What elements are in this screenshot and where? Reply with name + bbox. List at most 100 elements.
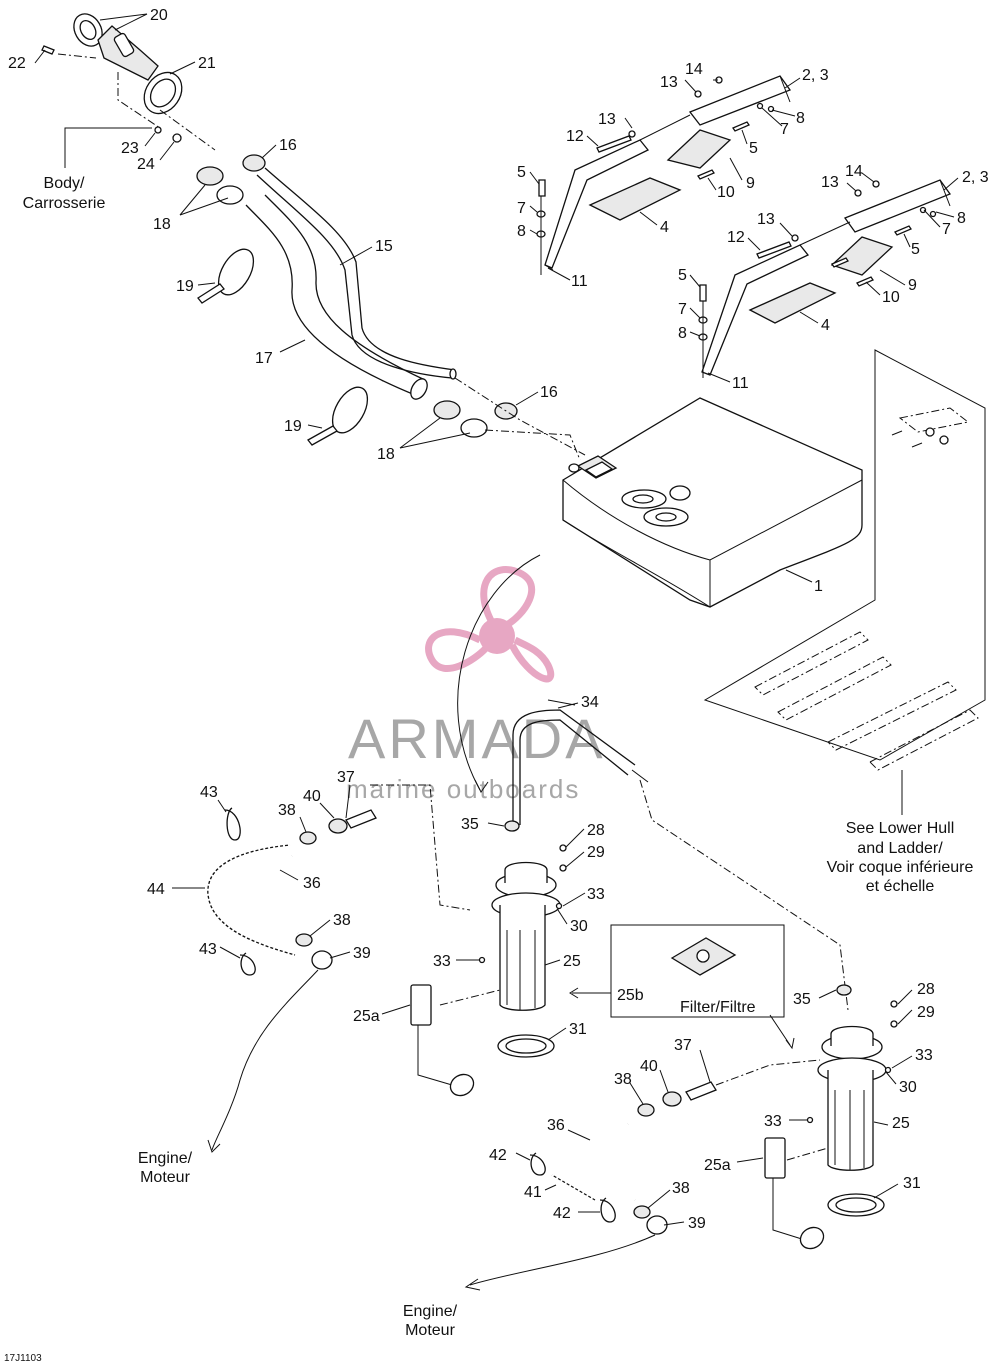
cable-tie-43b [239,952,256,976]
filter-inset [569,924,795,1050]
engine-left-line1: Engine/ [138,1150,193,1167]
connector-40a [328,818,348,834]
engine-right-line1: Engine/ [403,1303,458,1320]
callout-labels: 20 21 22 23 24 16 18 15 19 17 19 18 16 1… [8,7,989,1232]
propeller-logo [425,566,555,683]
watermark-brand: ARMADA [348,707,606,770]
callout-25a-right: 25a [704,1157,731,1174]
callout-38a: 38 [278,802,296,819]
callout-9a: 9 [746,175,755,192]
washer-23 [154,126,162,134]
callout-9b: 9 [908,277,917,294]
callout-12b: 12 [727,229,745,246]
float-arm-25ab [764,1137,825,1250]
callout-7b: 7 [517,200,526,217]
callout-25b: 25b [617,987,644,1004]
line-kit-left [204,807,377,1153]
callout-14a: 14 [685,61,703,78]
tank-neck [568,455,618,479]
callout-29b: 29 [917,1004,935,1021]
callout-31b: 31 [903,1175,921,1192]
callout-34: 34 [581,694,599,711]
callout-36b: 36 [547,1117,565,1134]
callout-42a: 42 [489,1147,507,1164]
callout-8a: 8 [796,110,805,127]
callout-7a: 7 [780,121,789,138]
lower-hull-caption-line3: Voir coque inférieure [827,859,974,876]
callout-44: 44 [147,881,165,898]
cable-tie-19a [197,248,255,304]
callout-40b: 40 [640,1058,658,1075]
callout-8c: 8 [957,210,966,227]
callout-42b: 42 [553,1205,571,1222]
callout-15: 15 [375,238,393,255]
callout-37a: 37 [337,769,355,786]
hull-rails [754,631,979,771]
lower-hull-caption-line1: See Lower Hull [846,820,955,837]
watermark-tagline: marine outboards [346,774,580,804]
connector-40b [662,1091,682,1107]
cable-tie-42a [529,1152,546,1176]
callout-11a: 11 [571,273,588,290]
tank-strap-upper [536,75,792,275]
callout-19a: 19 [176,278,194,295]
callout-39b: 39 [688,1215,706,1232]
callout-16a: 16 [279,137,297,154]
callout-4a: 4 [660,219,669,236]
callout-29a: 29 [587,844,605,861]
callout-39a: 39 [353,945,371,962]
callout-30a: 30 [570,918,588,935]
clamp-38b [295,933,313,947]
callout-16b: 16 [540,384,558,401]
filter-frame [610,924,785,1018]
callout-24: 24 [137,156,155,173]
callout-8b: 8 [517,223,526,240]
quick-connector-37b [685,1081,717,1101]
callout-33c: 33 [915,1047,933,1064]
clip-35a [504,820,520,832]
callout-10b: 10 [882,289,900,306]
body-caption-line2: Carrosserie [23,195,106,212]
hose-clamp-18b [433,400,488,438]
callout-10a: 10 [717,184,735,201]
lower-hull-reference [703,349,986,815]
sender-ports [621,489,689,527]
engine-right-line2: Moteur [405,1322,455,1339]
clamp-38a [299,831,317,845]
cable-tie-43a [224,807,241,841]
callout-7d: 7 [678,301,687,318]
callout-20: 20 [150,7,168,24]
clamp-38c [637,1103,655,1117]
leader-lines [34,13,959,1226]
fill-hose-17 [245,204,416,396]
cable-tie-19b [307,386,369,446]
cable-tie-42b [599,1197,616,1223]
callout-17: 17 [255,350,273,367]
fuel-pump-right [764,984,898,1250]
callout-33d: 33 [764,1113,782,1130]
filter-caption: Filter/Filtre [680,999,756,1016]
hose-clamp-16a [242,154,266,172]
callout-28a: 28 [587,822,605,839]
callout-30b: 30 [899,1079,917,1096]
callout-1: 1 [814,578,823,595]
lower-hull-caption-line2: and Ladder/ [857,840,943,857]
callout-12a: 12 [566,128,584,145]
nut-24 [172,133,182,143]
vent-hose-15 [256,174,453,379]
callout-28b: 28 [917,981,935,998]
armada-watermark: ARMADA marine outboards [346,566,606,804]
pad-9b [830,236,894,276]
callout-19b: 19 [284,418,302,435]
callout-13c: 13 [821,174,839,191]
callout-21: 21 [198,55,216,72]
bolt-12a [596,135,632,153]
clamp-38d [633,1205,651,1219]
pad-4b [748,282,837,324]
callout-25c: 25 [892,1115,910,1132]
callout-5b: 5 [517,164,526,181]
callout-43b: 43 [199,941,217,958]
callout-35b: 35 [793,991,811,1008]
callout-13d: 13 [757,211,775,228]
